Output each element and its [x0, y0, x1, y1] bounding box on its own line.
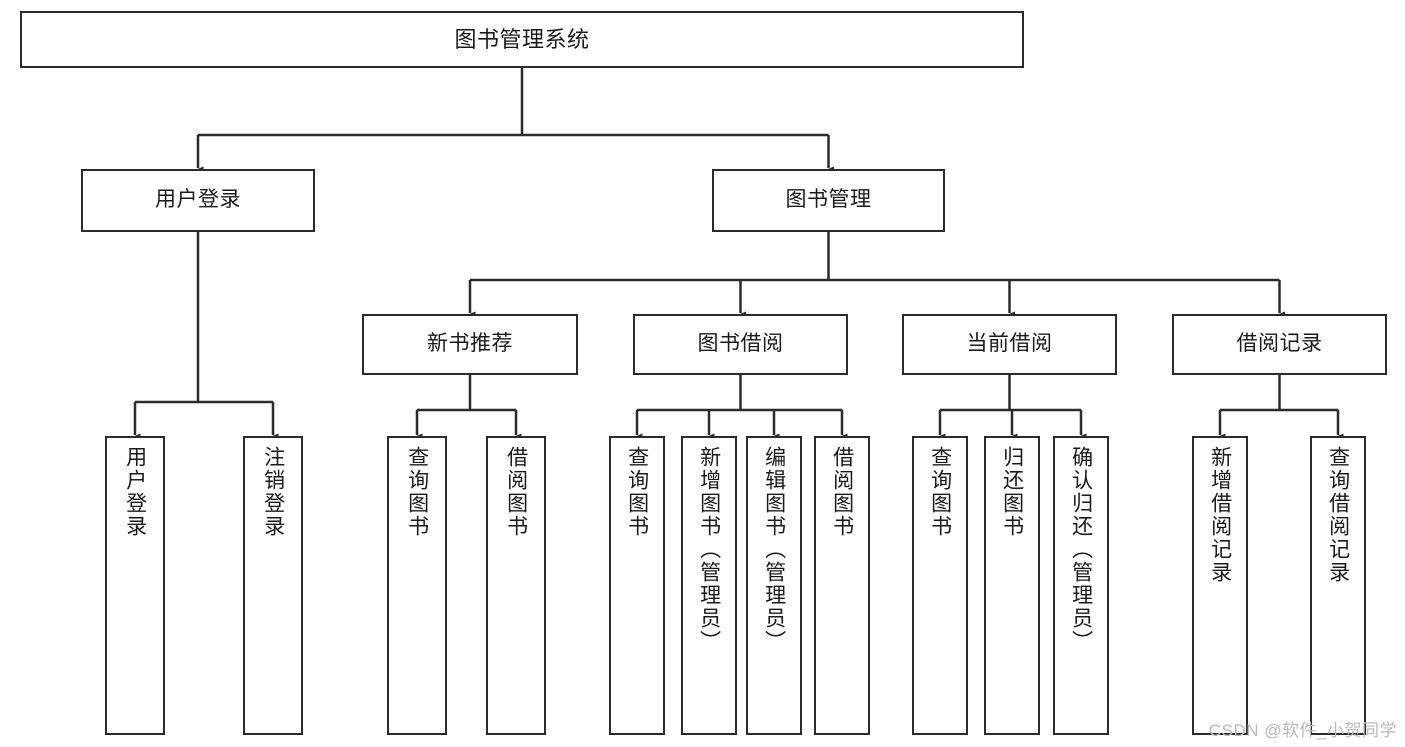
- node-leaf-rec-query-book[interactable]: 查询图书: [387, 436, 447, 735]
- node-leaf-current-query-book[interactable]: 查询图书: [912, 436, 968, 735]
- node-leaf-user-login[interactable]: 用户登录: [105, 436, 165, 735]
- node-leaf-current-return-book-label: 归还图书: [1000, 446, 1024, 538]
- node-leaf-record-add-label: 新增借阅记录: [1208, 446, 1232, 584]
- node-leaf-borrow-borrow-book[interactable]: 借阅图书: [814, 436, 870, 735]
- node-leaf-borrow-add-book[interactable]: 新增图书（管理员）: [681, 436, 737, 735]
- node-leaf-borrow-edit-book[interactable]: 编辑图书（管理员）: [746, 436, 802, 735]
- node-leaf-record-query[interactable]: 查询借阅记录: [1310, 436, 1366, 735]
- watermark-text: CSDN @软件_小贺同学: [1208, 721, 1397, 740]
- node-root[interactable]: 图书管理系统: [20, 11, 1024, 68]
- node-leaf-record-query-label: 查询借阅记录: [1326, 446, 1350, 584]
- node-new-book-rec[interactable]: 新书推荐: [362, 314, 578, 375]
- node-user-login[interactable]: 用户登录: [81, 169, 315, 232]
- node-leaf-user-login-label: 用户登录: [123, 446, 147, 538]
- node-leaf-current-confirm-return[interactable]: 确认归还（管理员）: [1053, 436, 1109, 735]
- node-leaf-current-return-book[interactable]: 归还图书: [984, 436, 1040, 735]
- node-book-manage-label: 图书管理: [785, 188, 872, 212]
- node-leaf-borrow-add-book-label: 新增图书（管理员）: [697, 446, 721, 653]
- node-current-borrow-label: 当前借阅: [966, 332, 1053, 356]
- node-leaf-borrow-borrow-book-label: 借阅图书: [830, 446, 854, 538]
- node-borrow-record-label: 借阅记录: [1236, 332, 1323, 356]
- node-user-login-label: 用户登录: [155, 188, 241, 212]
- node-leaf-borrow-query-book-label: 查询图书: [625, 446, 649, 538]
- node-root-label: 图书管理系统: [454, 26, 590, 52]
- node-current-borrow[interactable]: 当前借阅: [902, 314, 1117, 375]
- node-leaf-rec-borrow-book-label: 借阅图书: [504, 446, 528, 538]
- node-leaf-user-logout-label: 注销登录: [261, 446, 285, 538]
- node-leaf-rec-borrow-book[interactable]: 借阅图书: [486, 436, 546, 735]
- edges-group: [129, 68, 1344, 443]
- node-leaf-current-query-book-label: 查询图书: [928, 446, 952, 538]
- node-leaf-user-logout[interactable]: 注销登录: [243, 436, 303, 735]
- node-borrow-record[interactable]: 借阅记录: [1172, 314, 1387, 375]
- node-book-manage[interactable]: 图书管理: [712, 169, 945, 232]
- node-new-book-rec-label: 新书推荐: [427, 332, 513, 356]
- node-leaf-borrow-query-book[interactable]: 查询图书: [609, 436, 665, 735]
- node-book-borrow[interactable]: 图书借阅: [633, 314, 848, 375]
- node-leaf-current-confirm-return-label: 确认归还（管理员）: [1069, 446, 1093, 653]
- node-leaf-rec-query-book-label: 查询图书: [405, 446, 429, 538]
- node-book-borrow-label: 图书借阅: [697, 332, 784, 356]
- node-leaf-record-add[interactable]: 新增借阅记录: [1192, 436, 1248, 735]
- node-leaf-borrow-edit-book-label: 编辑图书（管理员）: [762, 446, 786, 653]
